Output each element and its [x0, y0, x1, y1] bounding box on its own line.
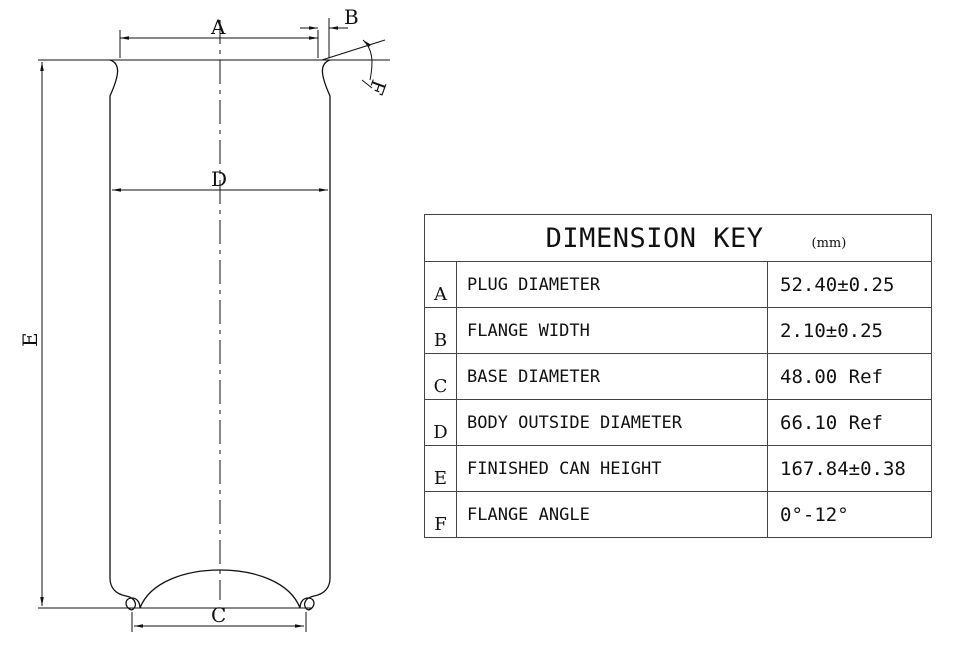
key-value: 48.00 Ref: [767, 353, 932, 400]
key-letter: B: [424, 307, 457, 354]
key-value: 52.40±0.25: [767, 261, 932, 308]
can-base-foot-left: [125, 597, 141, 611]
key-row-e: E FINISHED CAN HEIGHT 167.84±0.38: [424, 445, 932, 492]
can-outline-left: [109, 59, 137, 611]
key-value: 167.84±0.38: [767, 445, 932, 492]
key-label: FLANGE ANGLE: [456, 491, 768, 538]
key-letter: A: [424, 261, 457, 308]
dimension-c-label: C: [211, 603, 226, 627]
dimension-a-label: A: [210, 15, 226, 39]
key-label: FLANGE WIDTH: [456, 307, 768, 354]
key-value: 66.10 Ref: [767, 399, 932, 446]
can-outline-right: [303, 59, 331, 611]
key-label: FINISHED CAN HEIGHT: [456, 445, 768, 492]
dimension-f-label: F: [364, 77, 391, 98]
key-letter: C: [424, 353, 457, 400]
dimension-key-table: DIMENSION KEY (mm) A PLUG DIAMETER 52.40±…: [424, 214, 932, 538]
key-letter: D: [424, 399, 457, 446]
key-label: BASE DIAMETER: [456, 353, 768, 400]
key-row-d: D BODY OUTSIDE DIAMETER 66.10 Ref: [424, 399, 932, 446]
dimension-key-header: DIMENSION KEY (mm): [424, 214, 932, 262]
key-value: 2.10±0.25: [767, 307, 932, 354]
key-letter: E: [424, 445, 457, 492]
dimension-b-label: B: [344, 5, 359, 29]
key-row-b: B FLANGE WIDTH 2.10±0.25: [424, 307, 932, 354]
key-row-a: A PLUG DIAMETER 52.40±0.25: [424, 261, 932, 308]
dimension-d-label: D: [211, 167, 227, 191]
dimension-key-unit: (mm): [811, 235, 847, 251]
dimension-key-title: DIMENSION KEY: [545, 222, 764, 254]
key-label: PLUG DIAMETER: [456, 261, 768, 308]
key-row-f: F FLANGE ANGLE 0°-12°: [424, 491, 932, 538]
key-row-c: C BASE DIAMETER 48.00 Ref: [424, 353, 932, 400]
dimension-e-label: E: [18, 332, 42, 347]
can-base-foot-right: [299, 597, 315, 611]
key-value: 0°-12°: [767, 491, 932, 538]
dimension-f-arc: [362, 39, 373, 81]
key-label: BODY OUTSIDE DIAMETER: [456, 399, 768, 446]
key-letter: F: [424, 491, 457, 538]
